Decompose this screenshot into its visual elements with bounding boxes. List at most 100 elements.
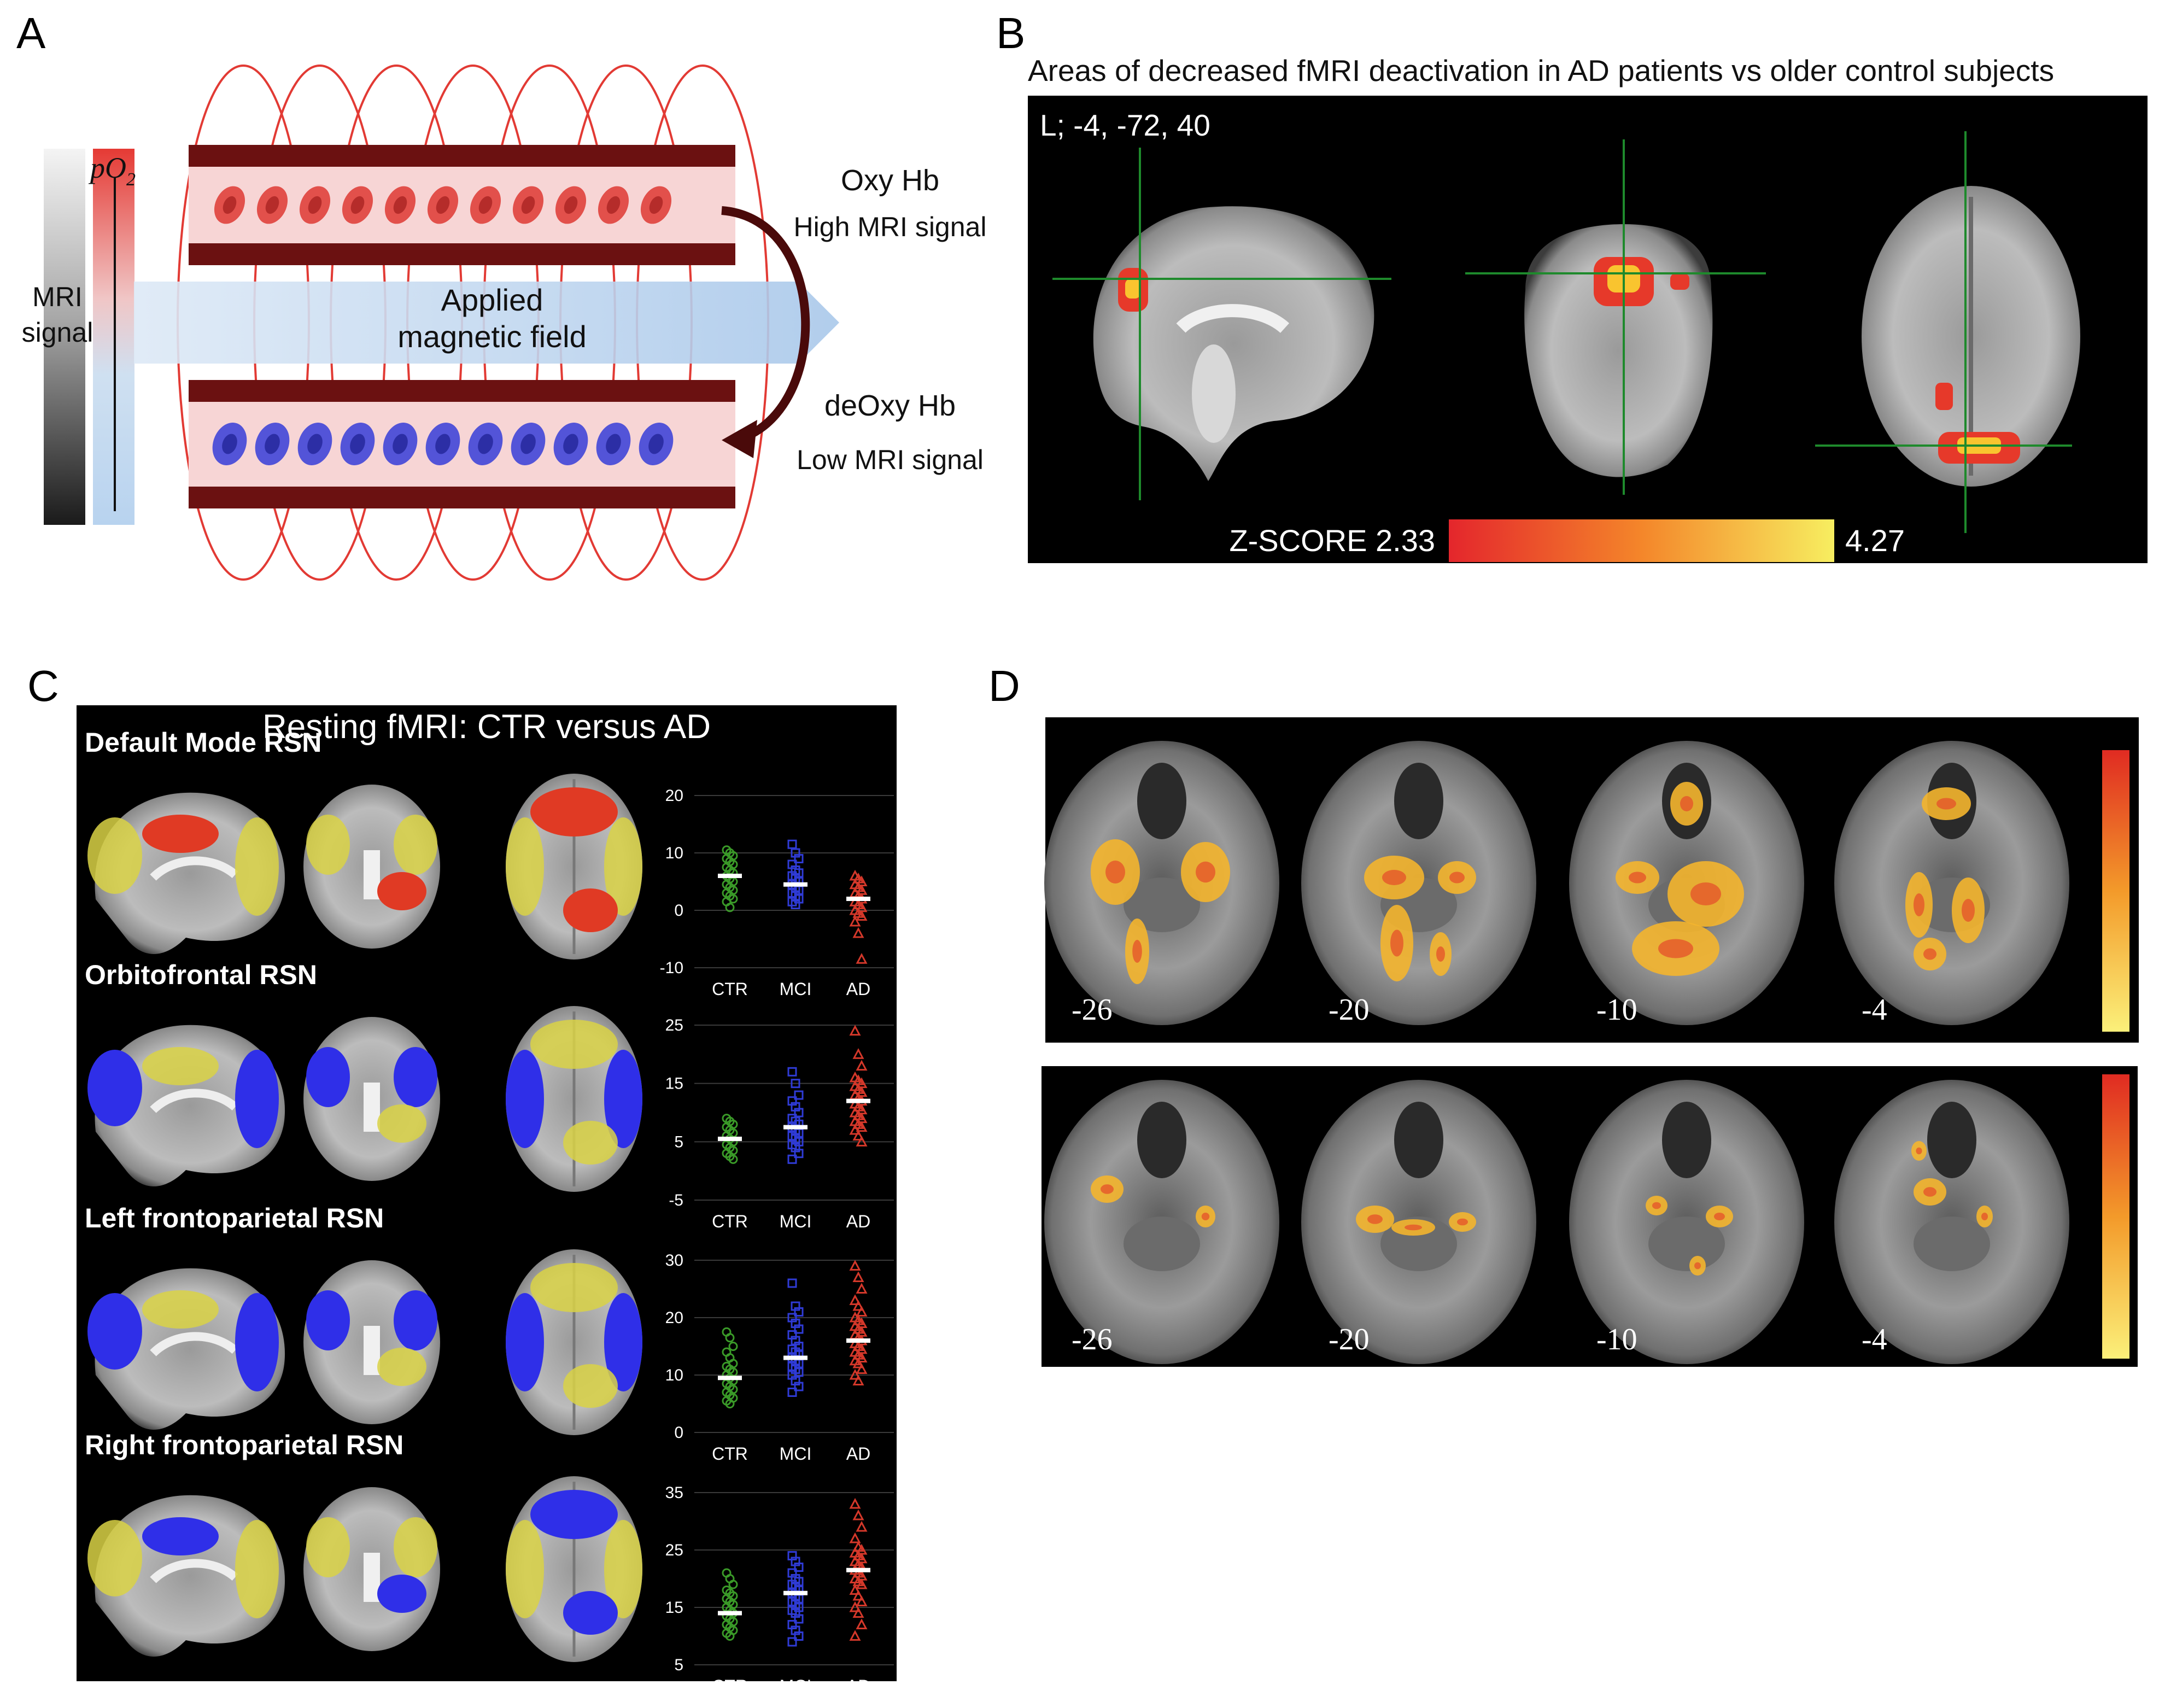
plot-y-tick: 20: [665, 1309, 683, 1327]
deoxy-blue-blood-cell: [340, 423, 375, 465]
plot-point: [849, 1630, 861, 1641]
d-axial-slice: -20: [1301, 1080, 1536, 1364]
plot-median-bar: [718, 1376, 742, 1381]
rsn-row-title: Orbitofrontal RSN: [85, 960, 317, 990]
plot-median-bar: [846, 1098, 870, 1103]
z-score-colorbar: [1449, 519, 1834, 562]
deoxy-blue-blood-cell: [255, 423, 290, 465]
plot-point: [856, 1352, 868, 1362]
plot-point: [728, 1342, 738, 1351]
plot-x-tick: CTR: [712, 1212, 748, 1231]
d-axial-slice: -4: [1834, 1080, 2069, 1364]
plot-median-bar: [846, 897, 870, 901]
plot-x-tick: MCI: [780, 1212, 812, 1231]
panel-b-title: Areas of decreased fMRI deactivation in …: [1028, 54, 2054, 87]
plot-point: [787, 1388, 797, 1397]
d-axial-slice: -26: [1044, 741, 1279, 1027]
panel-c-title: Resting fMRI: CTR versus AD: [262, 708, 711, 746]
rsn-row-title: Default Mode RSN: [85, 727, 321, 758]
panel-letter-b: B: [996, 9, 1025, 57]
plot-point: [856, 1595, 868, 1606]
plot-point: [856, 1136, 868, 1147]
d-slice-label: -4: [1862, 993, 1887, 1027]
d-axial-slice: -10: [1569, 741, 1804, 1027]
rsn-coronal-thumbnail: [303, 1260, 440, 1424]
plot-point: [852, 1048, 864, 1059]
plot-point: [856, 1363, 868, 1374]
plot-point: [856, 910, 868, 921]
panel-b: B Areas of decreased fMRI deactivation i…: [996, 9, 2148, 563]
deoxy-hb-blue-cells: [212, 423, 674, 465]
z-score-colorbar-label: Z-SCORE 2.33: [1229, 523, 1435, 558]
panel-letter-a: A: [16, 9, 46, 57]
panel-d-bottom-colorbar: [2102, 1074, 2129, 1359]
plot-point: [852, 1300, 864, 1311]
plot-median-bar: [783, 882, 808, 887]
deoxy-blue-blood-cell: [212, 423, 247, 465]
bottom-vessel-wall-lower: [189, 487, 735, 508]
plot-y-tick: 15: [665, 1075, 683, 1093]
plot-point: [852, 1130, 864, 1141]
plot-x-tick: CTR: [712, 979, 748, 999]
plot-point: [794, 1631, 804, 1641]
top-vessel-wall-upper: [189, 145, 735, 167]
plot-point: [849, 1294, 861, 1305]
plot-point: [728, 1580, 738, 1589]
plot-y-tick: 10: [665, 1366, 683, 1384]
bottom-vessel-wall-upper: [189, 380, 735, 402]
plot-point: [787, 1154, 797, 1164]
plot-point: [856, 1121, 868, 1132]
po2-label: pO2: [88, 151, 136, 190]
plot-point: [791, 1079, 800, 1089]
rsn-row-title: Right frontoparietal RSN: [85, 1430, 403, 1460]
plot-y-tick: -5: [669, 1191, 683, 1209]
rsn-axial-thumbnail: [506, 1249, 642, 1435]
plot-point: [787, 839, 797, 849]
plot-median-bar: [783, 1355, 808, 1360]
deoxy-blue-blood-cell: [596, 423, 631, 465]
oxy-red-blood-cell: [512, 186, 544, 224]
plot-point: [852, 1607, 864, 1618]
oxy-red-blood-cell: [299, 186, 331, 224]
deoxy-blue-blood-cell: [511, 423, 546, 465]
oxy-signal-label: High MRI signal: [794, 212, 987, 242]
plot-point: [852, 1509, 864, 1520]
plot-point: [849, 1368, 861, 1380]
plot-point: [856, 1578, 868, 1589]
plot-point: [849, 1124, 861, 1135]
panel-letter-c: C: [27, 662, 59, 710]
plot-point: [852, 927, 864, 938]
rsn-coronal-thumbnail: [303, 785, 440, 949]
panel-d: D -26-20-10-4-26-20-10-4: [988, 662, 2139, 1367]
plot-point: [849, 1601, 861, 1612]
rsn-coronal-thumbnail: [303, 1017, 440, 1181]
plot-point: [794, 1090, 804, 1100]
d-slice-label: -4: [1862, 1323, 1887, 1356]
applied-field-label-line2: magnetic field: [397, 319, 587, 354]
deoxy-blue-blood-cell: [553, 423, 588, 465]
plot-x-tick: MCI: [780, 1676, 812, 1696]
plot-x-tick: AD: [846, 979, 870, 999]
panel-c: C Resting fMRI: CTR versus AD Default Mo…: [27, 662, 897, 1696]
oxy-red-blood-cell: [598, 186, 629, 224]
rsn-axial-thumbnail: [506, 1006, 642, 1192]
oxy-red-blood-cell: [214, 186, 245, 224]
rsn-sagittal-thumbnail: [87, 1268, 285, 1430]
sagittal-brain-slice: [1052, 148, 1391, 500]
d-slice-label: -10: [1596, 993, 1637, 1027]
plot-y-tick: 15: [665, 1599, 683, 1617]
oxy-red-blood-cell: [342, 186, 373, 224]
plot-point: [856, 953, 868, 964]
oxy-hb-label: Oxy Hb: [841, 164, 939, 197]
d-axial-slice: -10: [1569, 1080, 1804, 1364]
rsn-coronal-thumbnail: [303, 1487, 440, 1651]
plot-point: [794, 1149, 804, 1159]
plot-y-tick: 20: [665, 787, 683, 805]
plot-point: [725, 903, 735, 913]
